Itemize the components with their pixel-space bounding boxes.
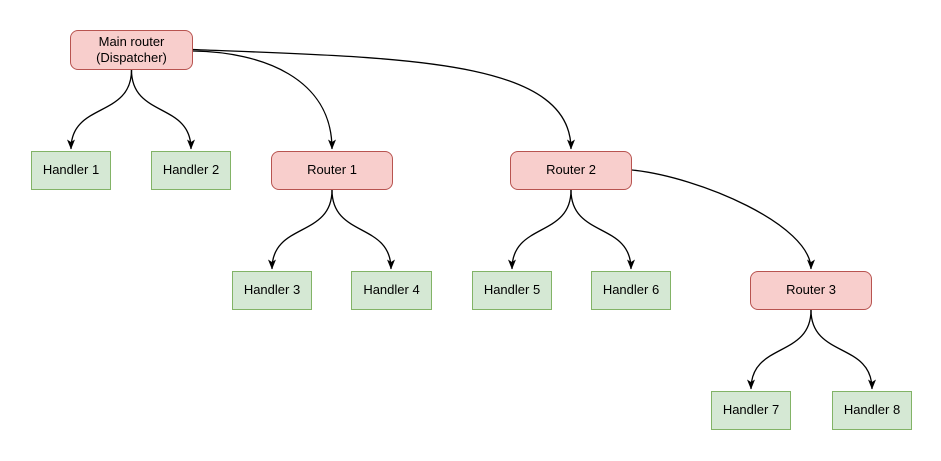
- node-router-2: Router 2: [510, 151, 632, 190]
- node-handler-5: Handler 5: [472, 271, 552, 310]
- edge-router-2-to-handler-5: [508, 189, 572, 270]
- edge-router-1-to-handler-3: [268, 189, 333, 270]
- node-handler-8-label: Handler 8: [843, 402, 901, 418]
- edge-router-3-to-handler-7: [747, 309, 812, 390]
- node-handler-3: Handler 3: [232, 271, 312, 310]
- node-router-1: Router 1: [271, 151, 393, 190]
- node-handler-6-label: Handler 6: [602, 282, 660, 298]
- node-main-router-label-line1: Main router: [98, 33, 165, 49]
- node-handler-7: Handler 7: [711, 391, 791, 430]
- node-main-router: Main router (Dispatcher): [70, 30, 193, 70]
- node-router-2-label: Router 2: [546, 162, 596, 178]
- node-handler-1: Handler 1: [31, 151, 111, 190]
- node-handler-2-label: Handler 2: [162, 162, 220, 178]
- edge-router-1-to-handler-4: [331, 189, 395, 270]
- node-handler-5-label: Handler 5: [483, 282, 541, 298]
- node-router-1-label: Router 1: [307, 162, 357, 178]
- edge-main-to-router-1: [192, 50, 336, 150]
- node-handler-7-label: Handler 7: [722, 402, 780, 418]
- node-handler-4-label: Handler 4: [363, 282, 420, 298]
- edge-router-2-to-router-3: [631, 169, 815, 270]
- edge-router-3-to-handler-8: [810, 309, 876, 390]
- edge-main-to-handler-1: [67, 69, 133, 150]
- node-handler-4: Handler 4: [351, 271, 432, 310]
- node-router-3: Router 3: [750, 271, 872, 310]
- node-main-router-label-line2: (Dispatcher): [96, 50, 167, 65]
- node-handler-8: Handler 8: [832, 391, 912, 430]
- node-handler-3-label: Handler 3: [243, 282, 301, 298]
- node-handler-6: Handler 6: [591, 271, 671, 310]
- edge-router-2-to-handler-6: [570, 189, 635, 270]
- node-handler-1-label: Handler 1: [42, 162, 100, 178]
- node-router-3-label: Router 3: [786, 282, 836, 298]
- edge-main-to-router-2: [192, 48, 575, 150]
- edge-main-to-handler-2: [130, 69, 195, 150]
- node-handler-2: Handler 2: [151, 151, 231, 190]
